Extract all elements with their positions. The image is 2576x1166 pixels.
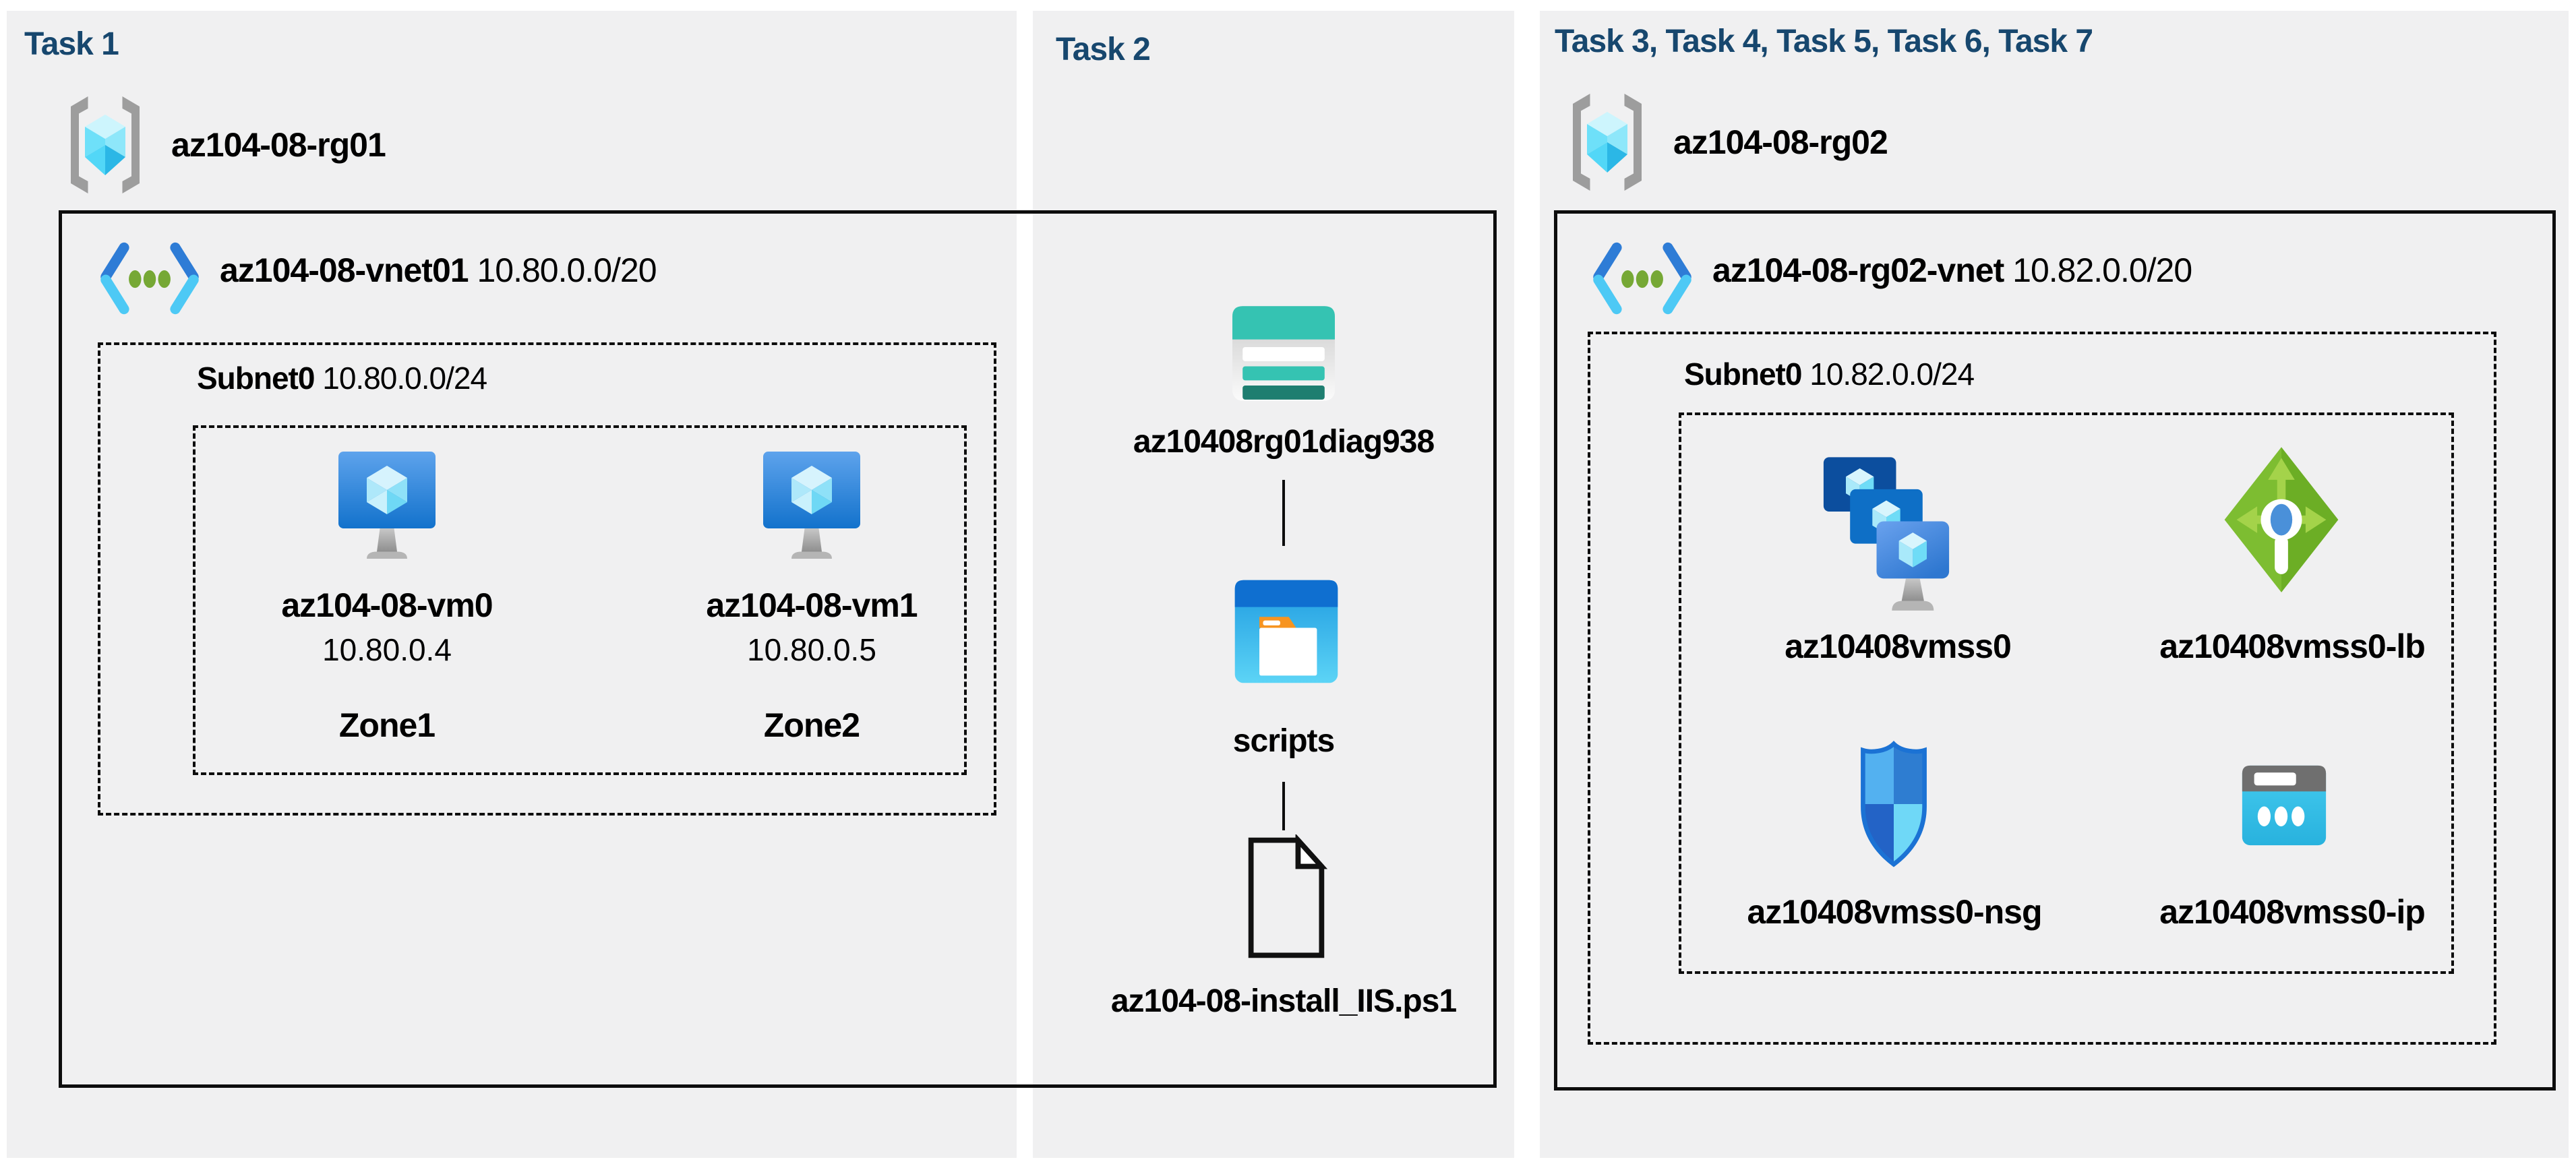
vnet-label: az104-08-vnet01 10.80.0.0/20 xyxy=(220,251,657,290)
vnet1-boundary-box xyxy=(59,210,1497,1088)
vnet-cidr: 10.80.0.0/20 xyxy=(477,251,657,289)
task3-header: Task 3, Task 4, Task 5, Task 6, Task 7 xyxy=(1555,24,2093,59)
load-balancer-name: az10408vmss0-lb xyxy=(2159,627,2426,665)
virtual-machine-icon xyxy=(761,448,862,559)
vm-zone: Zone2 xyxy=(763,706,860,744)
vnet-1: az104-08-vnet01 10.80.0.0/20 xyxy=(98,241,657,315)
vm-group-box xyxy=(193,425,967,775)
resource-group-name: az104-08-rg02 xyxy=(1673,123,1888,161)
nsg-name: az10408vmss0-nsg xyxy=(1747,893,2042,931)
vm-scale-set-icon xyxy=(1816,450,1956,612)
subnet-name: Subnet0 xyxy=(197,361,315,396)
subnet-cidr: 10.82.0.0/24 xyxy=(1809,357,1975,392)
virtual-network-icon xyxy=(1591,241,1694,315)
resource-group-2: az104-08-rg02 xyxy=(1563,92,1888,193)
blob-container-icon xyxy=(1226,570,1346,693)
task1-header: Task 1 xyxy=(24,26,119,62)
resource-group-icon xyxy=(1563,92,1652,193)
vnet-label: az104-08-rg02-vnet 10.82.0.0/20 xyxy=(1712,251,2192,290)
storage-account-icon xyxy=(1222,283,1346,411)
vm-ip: 10.80.0.4 xyxy=(322,632,452,667)
subnet-name: Subnet0 xyxy=(1684,357,1802,392)
resource-group-name: az104-08-rg01 xyxy=(171,126,386,164)
vnet2-boundary-box xyxy=(1554,210,2556,1091)
virtual-network-icon xyxy=(98,241,201,315)
vm-name: az104-08-vm0 xyxy=(281,586,493,624)
virtual-machine-icon xyxy=(336,448,438,559)
vmss-name: az10408vmss0 xyxy=(1785,627,2012,665)
vnet-cidr: 10.82.0.0/20 xyxy=(2012,251,2192,289)
subnet1-box xyxy=(98,342,996,816)
connector-line xyxy=(1282,782,1285,830)
subnet3-label: Subnet0 10.82.0.0/24 xyxy=(1684,356,1975,392)
script-file-icon xyxy=(1243,834,1329,961)
public-ip-icon xyxy=(2234,758,2334,853)
container-name: scripts xyxy=(1232,723,1335,759)
vnet-name: az104-08-rg02-vnet xyxy=(1712,251,2004,289)
resource-group-1: az104-08-rg01 xyxy=(61,94,386,195)
subnet3-box xyxy=(1588,332,2496,1045)
vm-name: az104-08-vm1 xyxy=(706,586,918,624)
vm1-item: az104-08-vm1 10.80.0.5 Zone2 xyxy=(670,448,953,745)
resource-group-icon xyxy=(61,94,150,195)
vm0-item: az104-08-vm0 10.80.0.4 Zone1 xyxy=(245,448,529,745)
task3-panel xyxy=(1540,11,2569,1158)
vnet-2: az104-08-rg02-vnet 10.82.0.0/20 xyxy=(1591,241,2192,315)
public-ip-name: az10408vmss0-ip xyxy=(2159,893,2426,931)
task1-panel xyxy=(7,11,1017,1158)
subnet-cidr: 10.80.0.0/24 xyxy=(322,361,487,396)
load-balancer-icon xyxy=(2221,443,2342,597)
vnet-name: az104-08-vnet01 xyxy=(220,251,469,289)
vm-zone: Zone1 xyxy=(338,706,436,744)
subnet1-label: Subnet0 10.80.0.0/24 xyxy=(197,360,487,396)
script-file-name: az104-08-install_IIS.ps1 xyxy=(1110,983,1457,1019)
network-security-group-icon xyxy=(1853,740,1935,868)
vm-ip: 10.80.0.5 xyxy=(747,632,876,667)
connector-line xyxy=(1282,480,1285,546)
storage-account-name: az10408rg01diag938 xyxy=(1133,424,1435,460)
task2-header: Task 2 xyxy=(1056,32,1151,67)
vmss-group-box xyxy=(1679,412,2454,974)
